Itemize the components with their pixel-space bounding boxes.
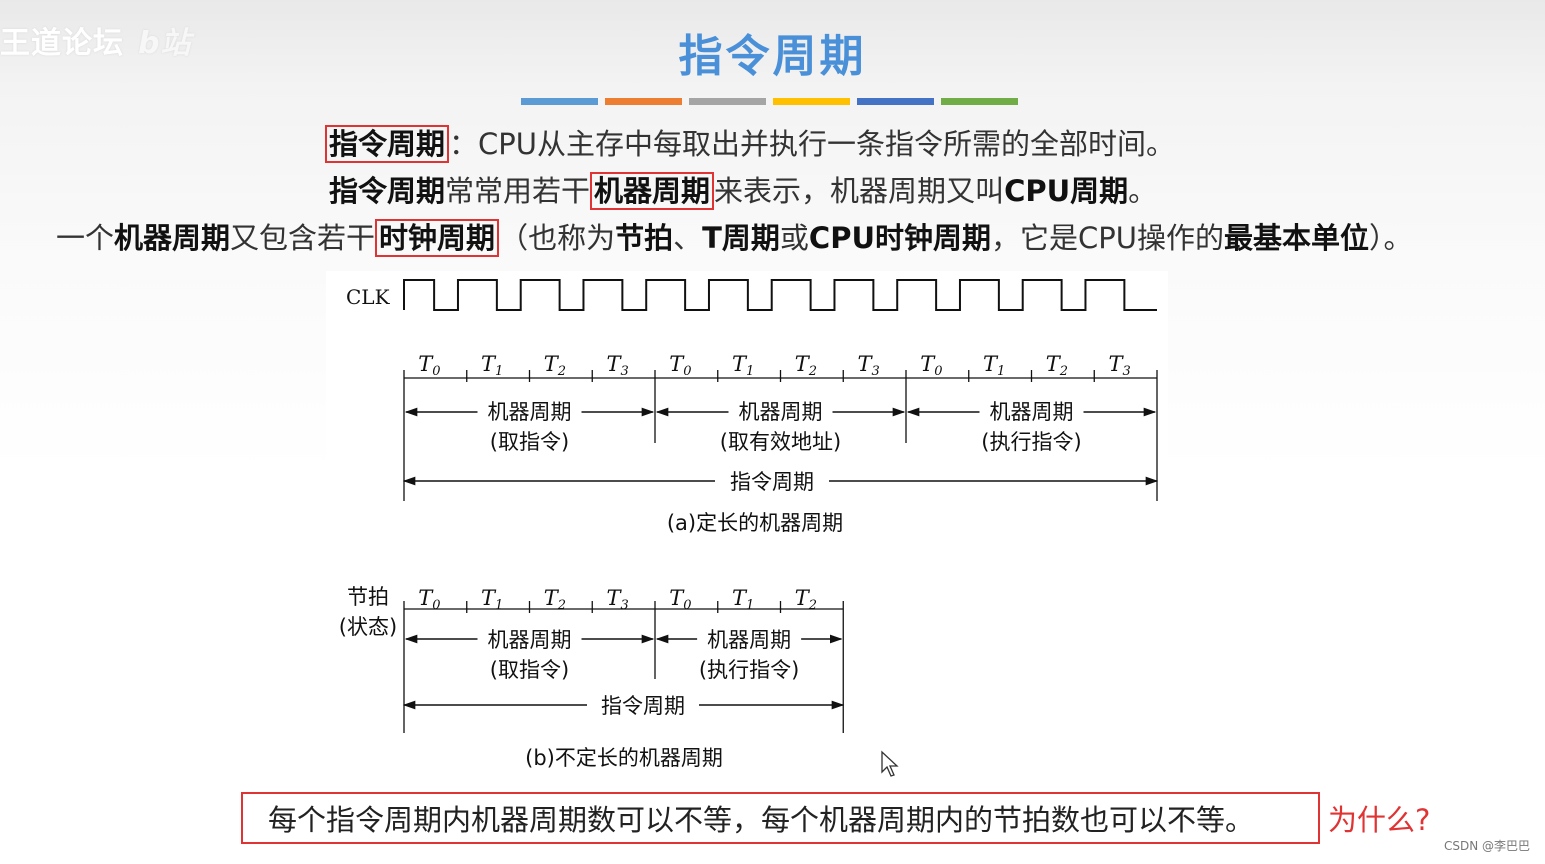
b-instruction-cycle-label: 指令周期 [601, 694, 685, 718]
machine-cycle-label-bg [477, 624, 582, 652]
machine-cycle-label-bg [728, 397, 833, 425]
b-side-label-state: (状态) [339, 615, 397, 639]
t-label: T2 [544, 586, 566, 613]
machine-cycle-name: 机器周期 [488, 400, 572, 424]
clk-label: CLK [346, 285, 391, 309]
machine-cycle-desc: (取指令) [490, 658, 569, 682]
watermark-logo: b站 [138, 26, 192, 61]
definition-line-3: 一个机器周期又包含若干时钟周期（也称为节拍、T周期或CPU时钟周期，它是CPU操… [56, 219, 1413, 257]
watermark-text: 王道论坛 [0, 26, 124, 61]
t-label: T1 [983, 352, 1005, 379]
t-label: T1 [481, 586, 503, 613]
t-label: T3 [1108, 352, 1130, 379]
slide-title: 指令周期 [678, 31, 867, 82]
color-bar [605, 98, 682, 105]
machine-cycle-name: 机器周期 [488, 628, 572, 652]
machine-cycle-label-bg [477, 397, 582, 425]
t-label: T2 [1046, 352, 1068, 379]
t-label: T0 [418, 586, 440, 613]
machine-cycle-desc: (执行指令) [981, 430, 1081, 454]
t-label: T1 [732, 352, 754, 379]
color-bar [941, 98, 1018, 105]
t-label: T0 [418, 352, 440, 379]
definition-line-2: 指令周期常常用若干机器周期来表示，机器周期又叫CPU周期。 [329, 172, 1158, 210]
watermark: 王道论坛 b站 [0, 18, 191, 62]
b-instr-label-bg [587, 691, 699, 719]
a-tick-marks [403, 370, 1158, 501]
color-bar [689, 98, 766, 105]
highlight-box-clock-cycle: 时钟周期 [375, 219, 500, 257]
t-label: T2 [795, 352, 817, 379]
t-label: T0 [669, 352, 691, 379]
clock-waveform [403, 279, 1157, 311]
b-caption: (b)不定长的机器周期 [525, 746, 723, 770]
t-label: T0 [669, 586, 691, 613]
highlight-box-machine-cycle: 机器周期 [590, 172, 715, 210]
machine-cycle-desc: (取有效地址) [720, 430, 841, 454]
definition-line-1: 指令周期：CPU从主存中每取出并执行一条指令所需的全部时间。 [325, 124, 1175, 164]
t-label: T3 [857, 352, 879, 379]
a-instruction-cycle-label: 指令周期 [730, 470, 814, 494]
machine-cycle-label-bg [697, 624, 802, 652]
t-label: T1 [481, 352, 503, 379]
question-text: 为什么? [1328, 803, 1431, 837]
mouse-cursor-icon [880, 750, 900, 782]
machine-cycle-label-bg [979, 397, 1084, 425]
t-label: T3 [606, 352, 628, 379]
t-label: T3 [606, 586, 628, 613]
t-label: T2 [795, 586, 817, 613]
machine-cycle-name: 机器周期 [707, 628, 791, 652]
machine-cycle-name: 机器周期 [990, 400, 1074, 424]
a-instr-label-bg [715, 467, 829, 495]
b-tick-marks [403, 601, 844, 733]
conclusion-text: 每个指令周期内机器周期数可以不等，每个机器周期内的节拍数也可以不等。 [268, 803, 1255, 837]
highlight-box-instruction-cycle: 指令周期 [325, 125, 450, 163]
machine-cycle-desc: (执行指令) [699, 658, 799, 682]
b-side-label-beat: 节拍 [347, 585, 389, 609]
machine-cycle-desc: (取指令) [490, 430, 569, 454]
machine-cycle-name: 机器周期 [739, 400, 823, 424]
t-label: T1 [732, 586, 754, 613]
a-t-labels: T0 T1 T2 T3 T0 T1 T2 T3 T0 T1 T2 T3 [418, 352, 1131, 379]
color-bar [773, 98, 850, 105]
color-bar-strip [521, 98, 1018, 105]
t-label: T2 [544, 352, 566, 379]
t-label: T0 [920, 352, 942, 379]
b-machine-cycles: 机器周期 (取指令) 机器周期 (执行指令) [404, 624, 843, 682]
color-bar [521, 98, 598, 105]
a-caption: (a)定长的机器周期 [667, 511, 843, 535]
conclusion-highlight-box [241, 792, 1320, 844]
a-machine-cycles: 机器周期 (取指令) 机器周期 (取有效地址) 机器周期 (执行指令) [404, 397, 1157, 454]
credit-text: CSDN @李巴巴 [1443, 839, 1530, 853]
color-bar [857, 98, 934, 105]
